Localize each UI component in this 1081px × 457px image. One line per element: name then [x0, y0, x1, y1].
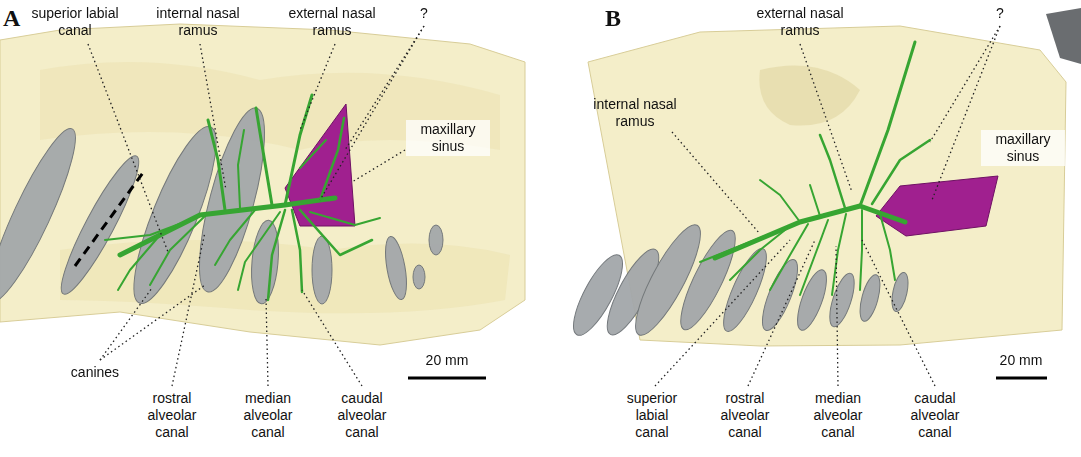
scale-bar: [996, 377, 1047, 380]
query-label: ?: [990, 5, 1010, 22]
part-label: caudal alveolar canal: [329, 390, 395, 440]
panel-letter: A: [3, 4, 33, 33]
part-label: rostral alveolar canal: [712, 390, 778, 440]
part-label: internal nasal ramus: [153, 5, 243, 39]
leader-lines: [88, 26, 1000, 386]
panel-a-render: [0, 24, 525, 345]
part-label: external nasal ramus: [287, 5, 377, 39]
part-label: maxillary sinus: [981, 130, 1065, 166]
scale-bar: [408, 377, 486, 380]
query-label: ?: [414, 5, 434, 22]
part-label: rostral alveolar canal: [139, 390, 205, 440]
part-label: external nasal ramus: [755, 5, 845, 39]
part-label: superior labial canal: [619, 390, 685, 440]
part-label: median alveolar canal: [235, 390, 301, 440]
scale-label: 20 mm: [412, 352, 482, 369]
part-label: internal nasal ramus: [590, 96, 680, 130]
part-label: maxillary sinus: [406, 120, 490, 156]
scale-label: 20 mm: [989, 352, 1053, 369]
panel-letter: B: [605, 4, 635, 33]
part-label: median alveolar canal: [805, 390, 871, 440]
part-label: superior labial canal: [30, 5, 120, 39]
panel-b-render: [565, 8, 1081, 346]
part-label: caudal alveolar canal: [902, 390, 968, 440]
part-label: canines: [60, 364, 130, 381]
